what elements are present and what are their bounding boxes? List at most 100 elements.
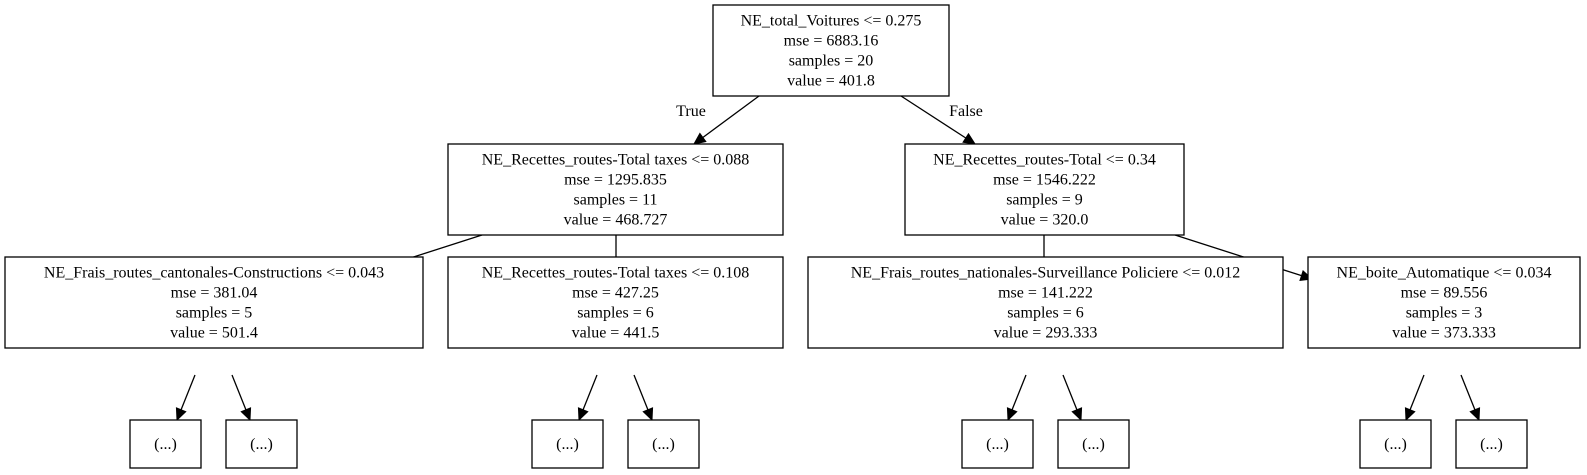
node-mse: mse = 89.556 (1401, 285, 1488, 302)
tree-edge (175, 374, 196, 422)
node-ellipsis: (...) (986, 436, 1009, 453)
truncated-subtree-node: (...) (225, 419, 298, 469)
edge-arrowhead (240, 407, 252, 422)
node-samples: samples = 5 (176, 305, 253, 322)
tree-edge (633, 374, 654, 422)
tree-node: NE_Frais_routes_cantonales-Constructions… (4, 256, 424, 349)
node-box (531, 419, 604, 469)
node-split-condition: NE_Recettes_routes-Total <= 0.34 (933, 152, 1156, 169)
node-box (225, 419, 298, 469)
truncated-subtree-node: (...) (129, 419, 202, 469)
edge-arrowhead (175, 407, 187, 422)
node-ellipsis: (...) (1480, 436, 1503, 453)
edge-line (231, 374, 247, 411)
tree-edge (1460, 374, 1481, 422)
node-value: value = 373.333 (1392, 325, 1496, 342)
edge-arrowhead (1006, 407, 1018, 422)
node-box (1455, 419, 1528, 469)
tree-node: NE_Frais_routes_nationales-Surveillance … (807, 256, 1284, 349)
node-mse: mse = 6883.16 (784, 33, 879, 50)
node-samples: samples = 11 (574, 192, 658, 209)
tree-node: NE_boite_Automatique <= 0.034 mse = 89.55… (1307, 256, 1581, 349)
edge-arrowhead (642, 407, 654, 422)
node-box (904, 143, 1185, 236)
node-box (807, 256, 1284, 349)
edge-line (702, 95, 760, 138)
node-split-condition: NE_Frais_routes_cantonales-Constructions… (44, 265, 384, 282)
node-samples: samples = 3 (1406, 305, 1483, 322)
node-value: value = 293.333 (994, 325, 1098, 342)
edge-arrowhead (693, 132, 707, 145)
tree-edge: True (676, 95, 760, 145)
edge-line (900, 95, 967, 139)
node-ellipsis: (...) (154, 436, 177, 453)
node-ellipsis: (...) (1082, 436, 1105, 453)
edge-line (1062, 374, 1078, 411)
truncated-subtree-node: (...) (627, 419, 700, 469)
tree-edge (1006, 374, 1027, 422)
node-ellipsis: (...) (652, 436, 675, 453)
node-box (961, 419, 1034, 469)
node-ellipsis: (...) (1384, 436, 1407, 453)
node-value: value = 501.4 (170, 325, 258, 342)
node-box (4, 256, 424, 349)
nodes-layer: NE_total_Voitures <= 0.275 mse = 6883.16 s… (4, 4, 1581, 469)
edge-arrowhead (1469, 407, 1481, 422)
edge-arrowhead (577, 407, 589, 422)
node-mse: mse = 1295.835 (564, 172, 667, 189)
node-split-condition: NE_total_Voitures <= 0.275 (741, 13, 922, 30)
node-box (1307, 256, 1581, 349)
edge-arrowhead (962, 132, 977, 145)
edge-arrowhead (1404, 407, 1416, 422)
tree-node: NE_Recettes_routes-Total <= 0.34 mse = 15… (904, 143, 1185, 236)
node-mse: mse = 381.04 (171, 285, 258, 302)
node-box (1359, 419, 1432, 469)
edge-line (633, 374, 649, 411)
node-value: value = 320.0 (1001, 212, 1089, 229)
node-value: value = 468.727 (564, 212, 668, 229)
node-ellipsis: (...) (556, 436, 579, 453)
node-split-condition: NE_Recettes_routes-Total taxes <= 0.108 (482, 265, 750, 282)
node-mse: mse = 427.25 (572, 285, 659, 302)
node-samples: samples = 9 (1006, 192, 1083, 209)
truncated-subtree-node: (...) (1359, 419, 1432, 469)
node-box (447, 143, 784, 236)
node-mse: mse = 1546.222 (993, 172, 1096, 189)
node-box (1057, 419, 1130, 469)
tree-edge (1404, 374, 1425, 422)
tree-edge (577, 374, 598, 422)
node-value: value = 441.5 (572, 325, 660, 342)
edge-line (1409, 374, 1425, 411)
truncated-subtree-node: (...) (1455, 419, 1528, 469)
node-box (129, 419, 202, 469)
edge-line (582, 374, 598, 411)
truncated-subtree-node: (...) (961, 419, 1034, 469)
node-split-condition: NE_Frais_routes_nationales-Surveillance … (851, 265, 1241, 282)
tree-node: NE_total_Voitures <= 0.275 mse = 6883.16 s… (712, 4, 950, 97)
truncated-subtree-node: (...) (531, 419, 604, 469)
truncated-subtree-node: (...) (1057, 419, 1130, 469)
tree-edge (1062, 374, 1083, 422)
node-samples: samples = 6 (1007, 305, 1084, 322)
tree-edge: False (900, 95, 983, 145)
node-samples: samples = 20 (789, 53, 874, 70)
edge-arrowhead (1071, 407, 1083, 422)
node-split-condition: NE_Recettes_routes-Total taxes <= 0.088 (482, 152, 750, 169)
tree-node: NE_Recettes_routes-Total taxes <= 0.088 m… (447, 143, 784, 236)
node-mse: mse = 141.222 (998, 285, 1093, 302)
edge-label-true: True (676, 103, 706, 120)
node-split-condition: NE_boite_Automatique <= 0.034 (1337, 265, 1552, 282)
node-box (627, 419, 700, 469)
edge-line (1011, 374, 1027, 411)
node-box (447, 256, 784, 349)
tree-node: NE_Recettes_routes-Total taxes <= 0.108 m… (447, 256, 784, 349)
node-ellipsis: (...) (250, 436, 273, 453)
node-value: value = 401.8 (787, 73, 875, 90)
node-samples: samples = 6 (577, 305, 654, 322)
edge-line (180, 374, 196, 411)
edge-label-false: False (949, 103, 983, 120)
tree-edge (231, 374, 252, 422)
edge-line (1460, 374, 1476, 411)
node-box (712, 4, 950, 97)
